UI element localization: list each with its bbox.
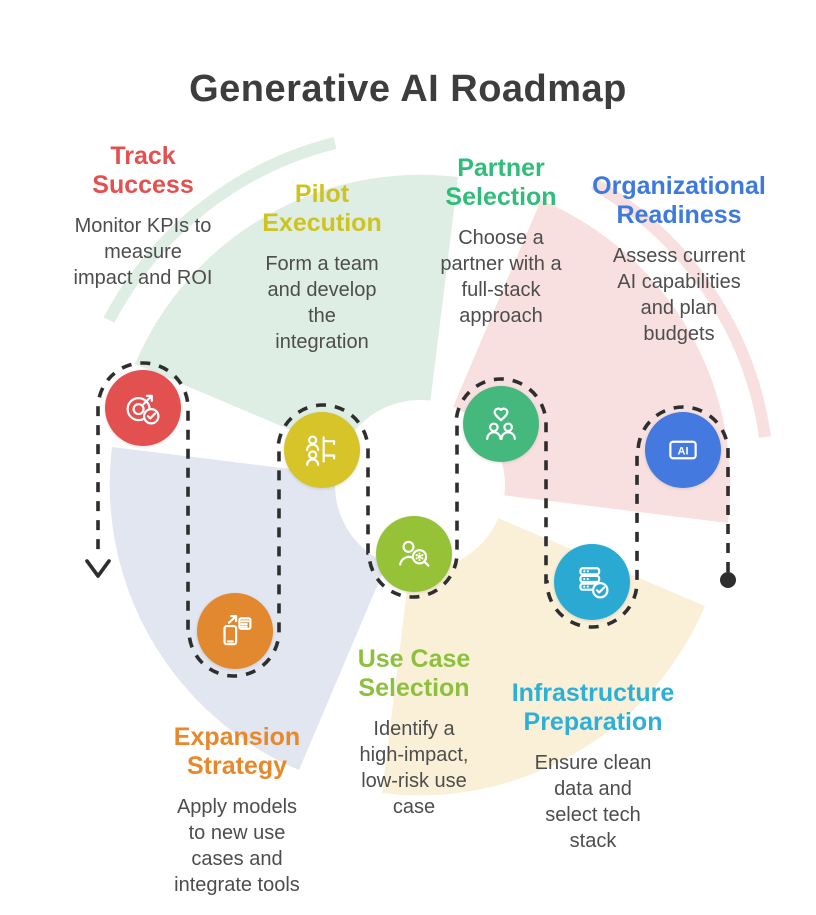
partner-selection-icon-circle — [463, 386, 539, 462]
page-title: Generative AI Roadmap — [189, 68, 627, 110]
organizational-readiness-heading: Organizational Readiness — [592, 172, 766, 230]
path-start-dot — [720, 572, 736, 588]
organizational-readiness-icon-circle: AI — [645, 412, 721, 488]
database-check-icon — [579, 567, 609, 599]
roadmap-dashed-line — [96, 361, 730, 678]
pilot-execution-description: Form a team and develop the integration — [265, 252, 379, 353]
ai-chip-label: AI — [678, 445, 689, 457]
device-expansion-icon — [223, 615, 252, 646]
track-success-description: Monitor KPIs to measure impact and ROI — [73, 214, 213, 289]
stage-track-success: Track Success Monitor KPIs to measure im… — [28, 142, 258, 291]
stage-expansion-strategy: Expansion Strategy Apply models to new u… — [122, 723, 352, 898]
partner-selection-heading: Partner Selection — [445, 154, 557, 212]
stage-organizational-readiness: Organizational Readiness Assess current … — [564, 172, 794, 347]
team-structure-icon — [306, 435, 336, 466]
use-case-selection-heading: Use Case Selection — [357, 645, 471, 703]
use-case-selection-icon-circle — [376, 516, 452, 592]
track-success-heading: Track Success — [92, 142, 194, 200]
organizational-readiness-description: Assess current AI capabilities and plan … — [612, 244, 746, 345]
stage-pilot-execution: Pilot Execution Form a team and develop … — [207, 180, 437, 355]
infrastructure-preparation-description: Ensure clean data and select tech stack — [534, 751, 652, 852]
stage-use-case-selection: Use Case Selection Identify a high-impac… — [299, 645, 529, 820]
expansion-strategy-heading: Expansion Strategy — [173, 723, 301, 781]
stage-partner-selection: Partner Selection Choose a partner with … — [386, 154, 616, 329]
pilot-execution-heading: Pilot Execution — [262, 180, 382, 238]
track-success-icon-circle — [105, 370, 181, 446]
path-end-arrow — [85, 559, 111, 578]
partner-selection-description: Choose a partner with a full-stack appro… — [440, 226, 562, 327]
infrastructure-preparation-heading: Infrastructure Preparation — [511, 679, 675, 737]
person-search-icon — [399, 540, 430, 567]
infrastructure-preparation-icon-circle — [554, 544, 630, 620]
use-case-selection-description: Identify a high-impact, low-risk use cas… — [359, 717, 469, 818]
target-check-icon — [126, 394, 160, 425]
partnership-heart-icon — [486, 407, 516, 440]
pilot-execution-icon-circle — [284, 412, 360, 488]
expansion-strategy-description: Apply models to new use cases and integr… — [174, 795, 300, 896]
ai-chip-icon: AI — [669, 440, 697, 460]
expansion-strategy-icon-circle — [197, 593, 273, 669]
stage-infrastructure-preparation: Infrastructure Preparation Ensure clean … — [478, 679, 708, 854]
